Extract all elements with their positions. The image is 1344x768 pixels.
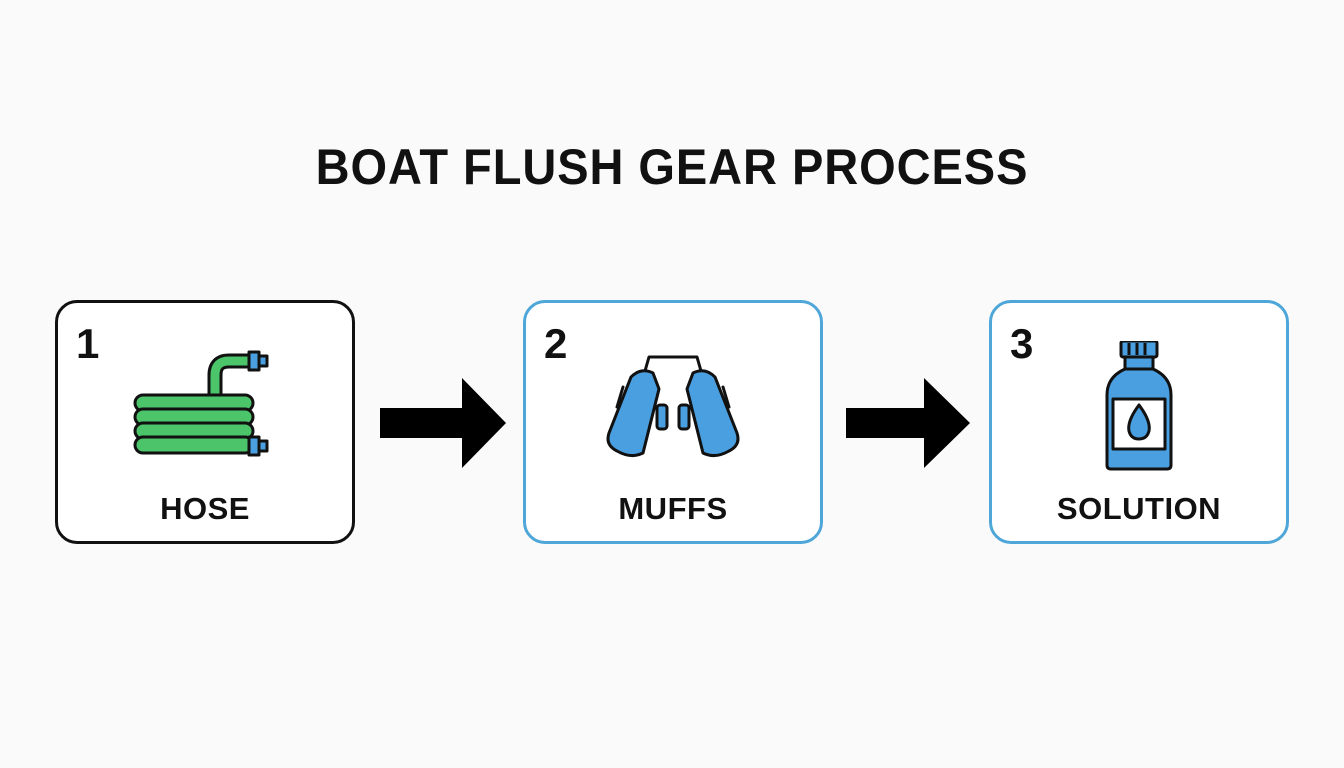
step-label: MUFFS: [618, 491, 728, 526]
hose-icon: [125, 341, 285, 476]
step-hose: 1 HOSE: [55, 300, 355, 544]
arrow-right-icon: [846, 378, 972, 473]
step-number: 3: [1010, 320, 1034, 367]
solution-bottle-icon: [1059, 339, 1219, 476]
step-number: 1: [76, 320, 100, 367]
arrow-right-icon: [380, 378, 506, 473]
step-label: HOSE: [160, 491, 250, 526]
step-number: 2: [544, 320, 568, 367]
step-solution: 3 SOLUTION: [989, 300, 1289, 544]
step-label: SOLUTION: [1056, 491, 1222, 526]
muffs-icon: [593, 341, 753, 476]
step-muffs: 2 MUFFS: [523, 300, 823, 544]
diagram-title: BOAT FLUSH GEAR PROCESS: [315, 139, 1029, 195]
